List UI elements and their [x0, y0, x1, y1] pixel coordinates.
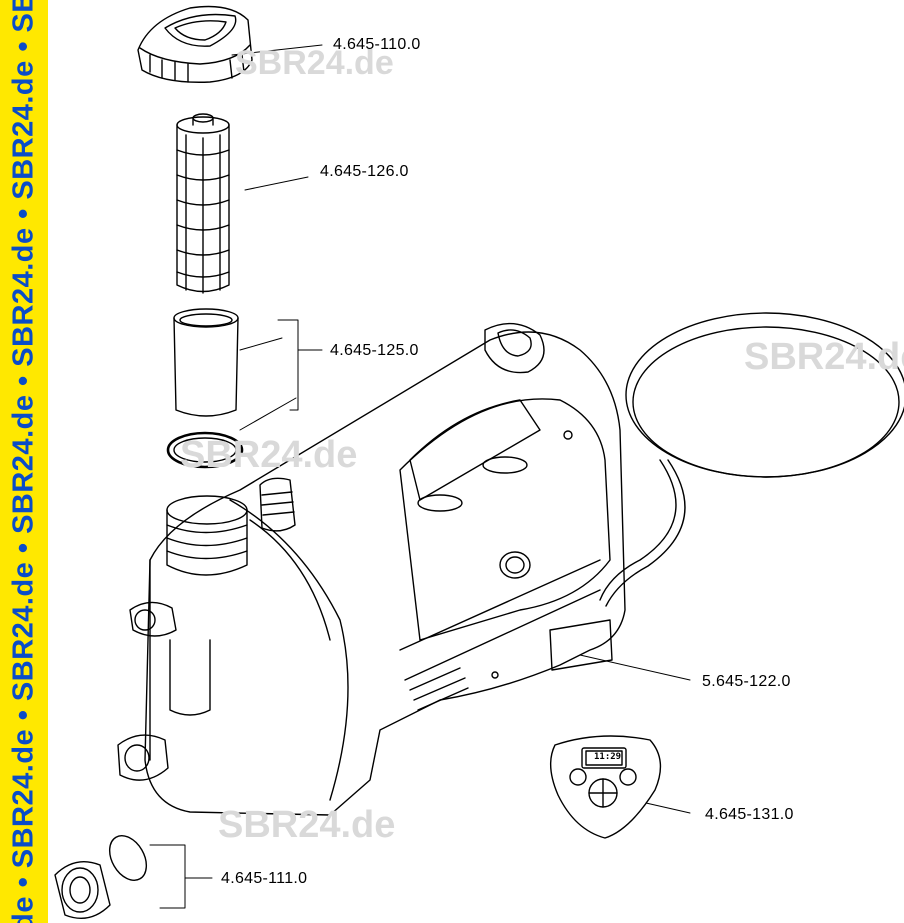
- filter-cup-part: [173, 308, 239, 417]
- display-readout: 11:29: [594, 752, 622, 762]
- part-number-label: 4.645-125.0: [330, 342, 419, 359]
- cap-part: [137, 5, 253, 83]
- watermark: SBR24.de: [180, 434, 358, 476]
- filter-insert-part: [176, 113, 230, 294]
- site-banner-text: de • SBR24.de • SBR24.de • SBR24.de • SB…: [7, 0, 40, 923]
- o-ring-part: [166, 431, 244, 469]
- power-cable-part: [599, 312, 904, 607]
- watermark: SBR24.de: [235, 44, 394, 82]
- watermark: SBR24.de: [744, 336, 904, 378]
- connector-and-seal-part: [54, 835, 148, 919]
- watermark: SBR24.de: [218, 804, 396, 846]
- control-panel-part: [550, 735, 662, 839]
- part-number-label: 4.645-110.0: [333, 36, 421, 53]
- part-number-label: 4.645-111.0: [221, 870, 308, 887]
- site-banner-strip: de • SBR24.de • SBR24.de • SBR24.de • SB…: [0, 0, 48, 923]
- part-number-label: 4.645-126.0: [320, 163, 409, 180]
- part-number-label: 5.645-122.0: [702, 673, 791, 690]
- pump-body: [117, 322, 626, 816]
- exploded-parts-diagram: [54, 5, 904, 919]
- leader-lines: [149, 44, 691, 909]
- part-number-label: 4.645-131.0: [705, 806, 794, 823]
